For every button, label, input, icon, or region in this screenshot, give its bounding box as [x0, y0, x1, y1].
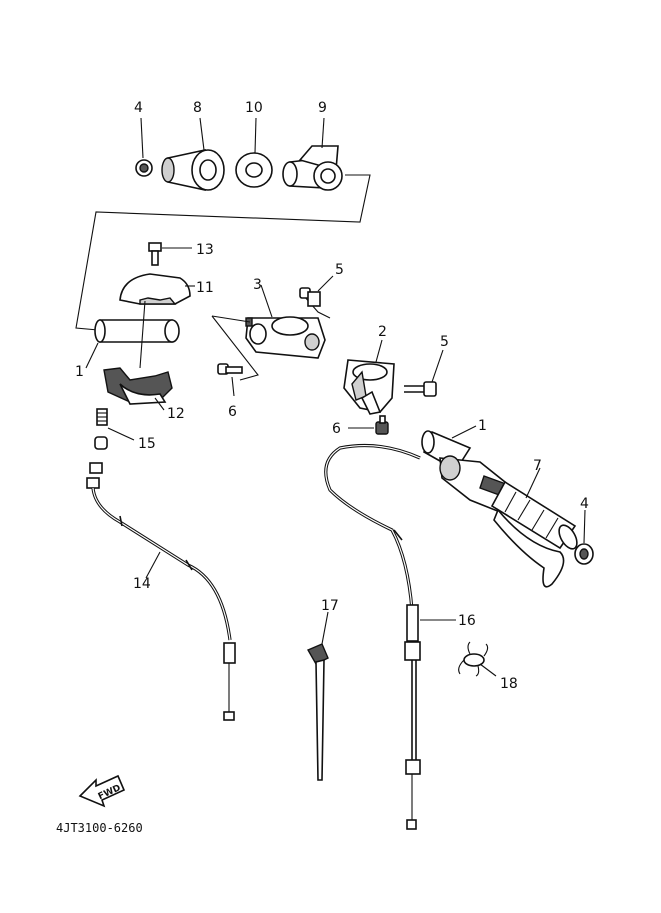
callout-16: 16 — [458, 613, 476, 629]
callout-11: 11 — [196, 280, 214, 296]
part-15-locknut — [94, 436, 108, 450]
part-15-nut — [89, 462, 103, 474]
leader-12 — [154, 397, 165, 411]
leader-18 — [479, 663, 497, 677]
callout-10: 10 — [245, 100, 263, 116]
callout-6-left: 6 — [228, 404, 237, 420]
part-5-screw-right — [404, 381, 437, 397]
leader-17 — [321, 611, 329, 645]
callout-9: 9 — [318, 100, 327, 116]
callout-17: 17 — [321, 598, 339, 614]
callout-2: 2 — [378, 324, 387, 340]
callout-4-right: 4 — [580, 496, 589, 512]
part-6-screw-left — [217, 363, 243, 375]
leader-3 — [260, 284, 273, 318]
callout-5-right: 5 — [440, 334, 449, 350]
part-17-cable-tie — [307, 643, 329, 781]
callout-6-right: 6 — [332, 421, 341, 437]
callout-14: 14 — [133, 576, 151, 592]
part-18-clip — [458, 641, 489, 677]
part-3-lever-holder-clamp — [245, 316, 326, 359]
part-9-grip — [282, 145, 343, 191]
assembly-bracket-3-left — [211, 315, 259, 381]
part-14-throttle-cable — [86, 477, 236, 721]
leader-10 — [254, 117, 257, 154]
leader-8 — [199, 117, 205, 151]
assembly-bracket-top — [75, 174, 371, 331]
leader-4-top — [140, 117, 144, 159]
part-7-grip — [490, 480, 578, 550]
leader-13-vert — [139, 300, 146, 369]
part-15-adjuster — [96, 408, 108, 426]
callout-12: 12 — [167, 406, 185, 422]
callout-15: 15 — [138, 436, 156, 452]
leader-5-upper — [317, 275, 334, 292]
leader-6-left — [231, 376, 235, 397]
leader-1-right — [451, 425, 477, 439]
part-4-grip-end-right — [574, 543, 594, 565]
callout-18: 18 — [500, 676, 518, 692]
clutch-lever — [493, 508, 565, 588]
callout-1-right: 1 — [478, 418, 487, 434]
leader-15 — [107, 427, 135, 441]
callout-7: 7 — [533, 458, 542, 474]
callout-8: 8 — [193, 100, 202, 116]
part-4-grip-end-top — [135, 159, 153, 177]
diagram-part-code: 4JT3100-6260 — [56, 821, 143, 835]
part-6-screw-right — [375, 415, 389, 435]
leader-1-left — [85, 342, 99, 369]
part-5-screw-upper — [299, 287, 321, 307]
callout-5-upper: 5 — [335, 262, 344, 278]
callout-13: 13 — [196, 242, 214, 258]
leader-9 — [321, 117, 325, 149]
leader-7 — [525, 467, 541, 499]
callout-1-left: 1 — [75, 364, 84, 380]
callout-3: 3 — [253, 277, 262, 293]
callout-4-top: 4 — [134, 100, 143, 116]
leader-4-right — [583, 509, 586, 544]
part-2-lever-bracket — [343, 359, 395, 415]
part-1-handlebar-left — [94, 319, 180, 343]
leader-14 — [145, 551, 161, 579]
assembly-bracket-3-top — [211, 315, 251, 323]
part-16-clutch-cable — [324, 443, 421, 830]
part-12-lower-holder — [103, 367, 173, 405]
leader-5-right — [431, 349, 444, 383]
part-10-washer — [235, 152, 273, 188]
part-13-screw — [148, 242, 162, 266]
part-8-throttle-grip — [161, 149, 225, 191]
part-11-upper-holder — [119, 273, 191, 305]
leader-2 — [375, 339, 383, 363]
fwd-arrow-icon: FWD — [78, 774, 126, 808]
